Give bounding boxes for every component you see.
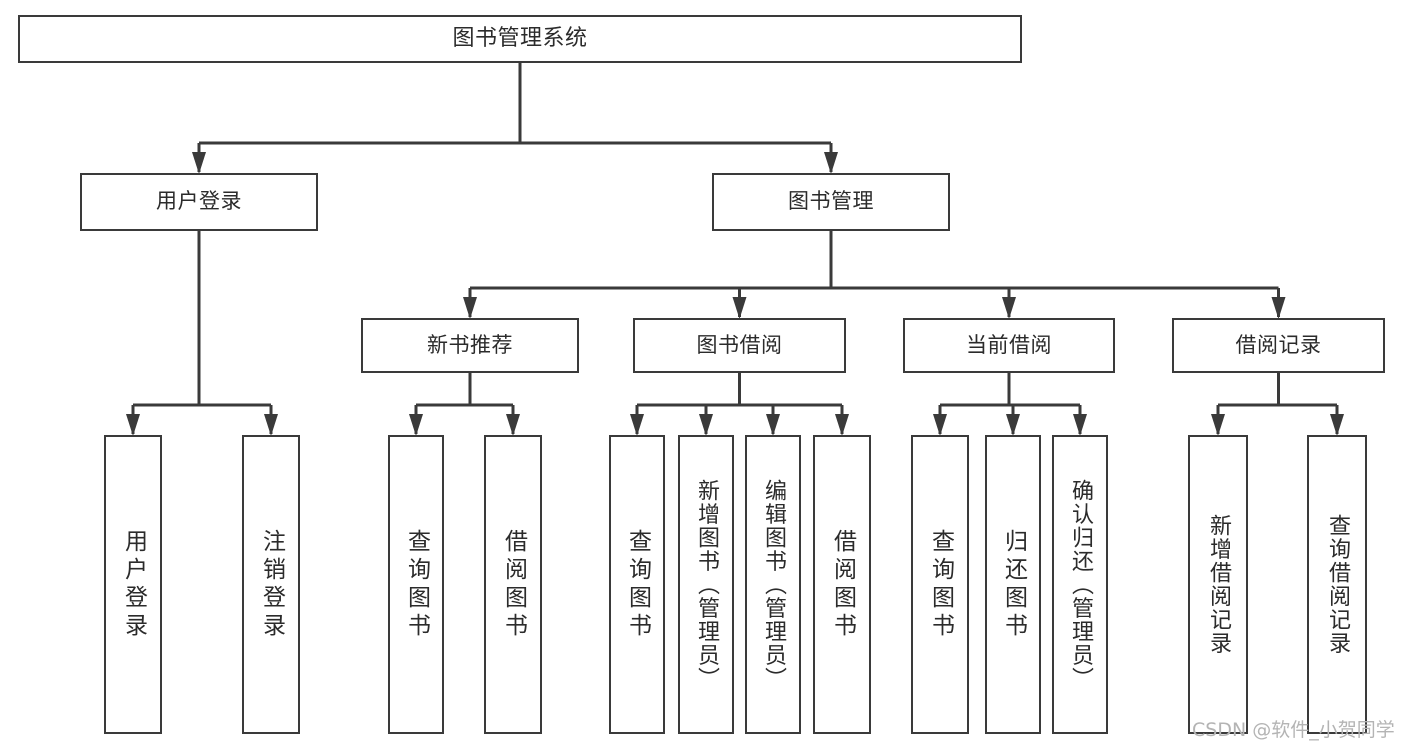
node-current-borrow[interactable]: 当前借阅 — [903, 318, 1115, 373]
node-root[interactable]: 图书管理系统 — [18, 15, 1022, 63]
node-leaf-logout[interactable]: 注销登录 — [242, 435, 300, 734]
node-leaf-query-record[interactable]: 查询借阅记录 — [1307, 435, 1367, 734]
node-leaf-user-login[interactable]: 用户登录 — [104, 435, 162, 734]
node-label: 查询图书 — [927, 528, 954, 641]
node-label: 借阅记录 — [1235, 332, 1322, 357]
node-leaf-return-book[interactable]: 归还图书 — [985, 435, 1041, 734]
node-leaf-add-record[interactable]: 新增借阅记录 — [1188, 435, 1248, 734]
node-label: 用户登录 — [156, 189, 242, 214]
node-label: 新增图书（管理员） — [694, 478, 719, 691]
node-new-book-rec[interactable]: 新书推荐 — [361, 318, 579, 373]
node-label: 图书管理系统 — [452, 25, 588, 51]
node-leaf-borrow-book-2[interactable]: 借阅图书 — [813, 435, 871, 734]
node-leaf-edit-book[interactable]: 编辑图书（管理员） — [745, 435, 801, 734]
watermark-label: CSDN @软件_小贺同学 — [1192, 719, 1395, 741]
node-label: 注销登录 — [258, 528, 285, 641]
node-label: 查询图书 — [624, 528, 651, 641]
node-label: 查询借阅记录 — [1325, 514, 1350, 655]
node-book-borrow[interactable]: 图书借阅 — [633, 318, 846, 373]
node-label: 编辑图书（管理员） — [761, 478, 786, 691]
node-leaf-query-book-3[interactable]: 查询图书 — [911, 435, 969, 734]
node-book-manage[interactable]: 图书管理 — [712, 173, 950, 231]
node-label: 归还图书 — [1000, 528, 1027, 641]
node-label: 当前借阅 — [966, 332, 1052, 357]
node-leaf-add-book[interactable]: 新增图书（管理员） — [678, 435, 734, 734]
node-label: 借阅图书 — [829, 528, 856, 641]
node-user-login[interactable]: 用户登录 — [80, 173, 318, 231]
node-label: 图书借阅 — [696, 332, 783, 357]
node-label: 用户登录 — [120, 528, 147, 641]
node-label: 新增借阅记录 — [1206, 514, 1231, 655]
node-label: 图书管理 — [788, 189, 874, 214]
node-label: 新书推荐 — [427, 332, 513, 357]
node-leaf-query-book-1[interactable]: 查询图书 — [388, 435, 444, 734]
node-leaf-borrow-book-1[interactable]: 借阅图书 — [484, 435, 542, 734]
node-label: 借阅图书 — [500, 528, 527, 641]
node-leaf-confirm-return[interactable]: 确认归还（管理员） — [1052, 435, 1108, 734]
node-leaf-query-book-2[interactable]: 查询图书 — [609, 435, 665, 734]
node-label: 确认归还（管理员） — [1068, 478, 1093, 691]
node-label: 查询图书 — [403, 528, 430, 641]
node-borrow-record[interactable]: 借阅记录 — [1172, 318, 1385, 373]
